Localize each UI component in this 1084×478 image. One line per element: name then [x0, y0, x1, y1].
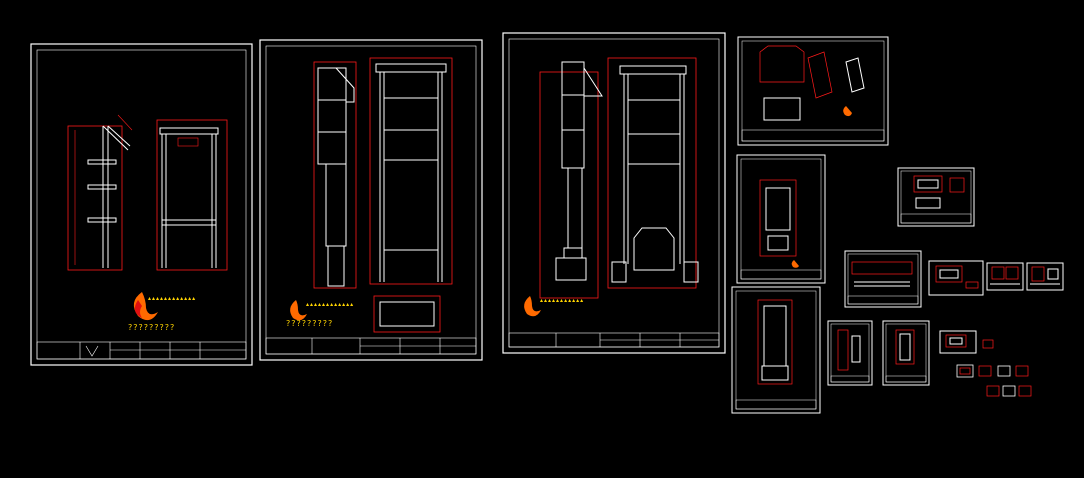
title-block [36, 341, 247, 360]
legend-text: ▴▴▴▴▴▴▴▴▴▴▴▴ [306, 301, 354, 308]
drawing-sheet-7[interactable] [897, 167, 975, 227]
drawing-sheet-13[interactable] [1026, 262, 1064, 291]
legend-text-2: ????????? [286, 319, 333, 328]
drawing-sheet-15[interactable] [956, 364, 1032, 397]
front-elevation-view [607, 57, 699, 289]
drawing-sheet-3[interactable]: ▴▴▴▴▴▴▴▴▴▴▴ [502, 32, 726, 354]
side-elevation-view [67, 114, 133, 271]
drawing-sheet-8[interactable] [844, 250, 922, 308]
drawing-sheet-2[interactable]: ▴▴▴▴▴▴▴▴▴▴▴▴ ????????? [259, 39, 483, 361]
drawing-sheet-14[interactable] [939, 330, 994, 354]
legend-text: ▴▴▴▴▴▴▴▴▴▴▴ [540, 297, 584, 304]
title-block [265, 337, 477, 355]
drawing-sheet-4[interactable] [737, 36, 889, 146]
company-logo-icon [290, 300, 307, 321]
title-block [508, 332, 720, 348]
drawing-sheet-5[interactable] [736, 154, 826, 284]
drawing-sheet-9[interactable] [827, 320, 873, 386]
drawing-sheet-6[interactable] [731, 286, 821, 414]
side-elevation-view [313, 61, 357, 289]
company-logo-icon [524, 296, 541, 317]
legend-text-2: ????????? [128, 323, 175, 332]
drawing-sheet-1[interactable]: ▴▴▴▴▴▴▴▴▴▴▴▴ ????????? [30, 43, 253, 366]
side-elevation-view [539, 61, 603, 299]
drawing-sheet-11[interactable] [928, 260, 984, 296]
front-elevation-view [369, 57, 453, 285]
front-elevation-view [156, 119, 228, 271]
drawing-sheet-12[interactable] [986, 262, 1024, 291]
legend-text: ▴▴▴▴▴▴▴▴▴▴▴▴ [148, 295, 196, 302]
drawing-sheet-10[interactable] [882, 320, 930, 386]
section-view [373, 295, 441, 333]
company-logo-icon [133, 292, 158, 321]
